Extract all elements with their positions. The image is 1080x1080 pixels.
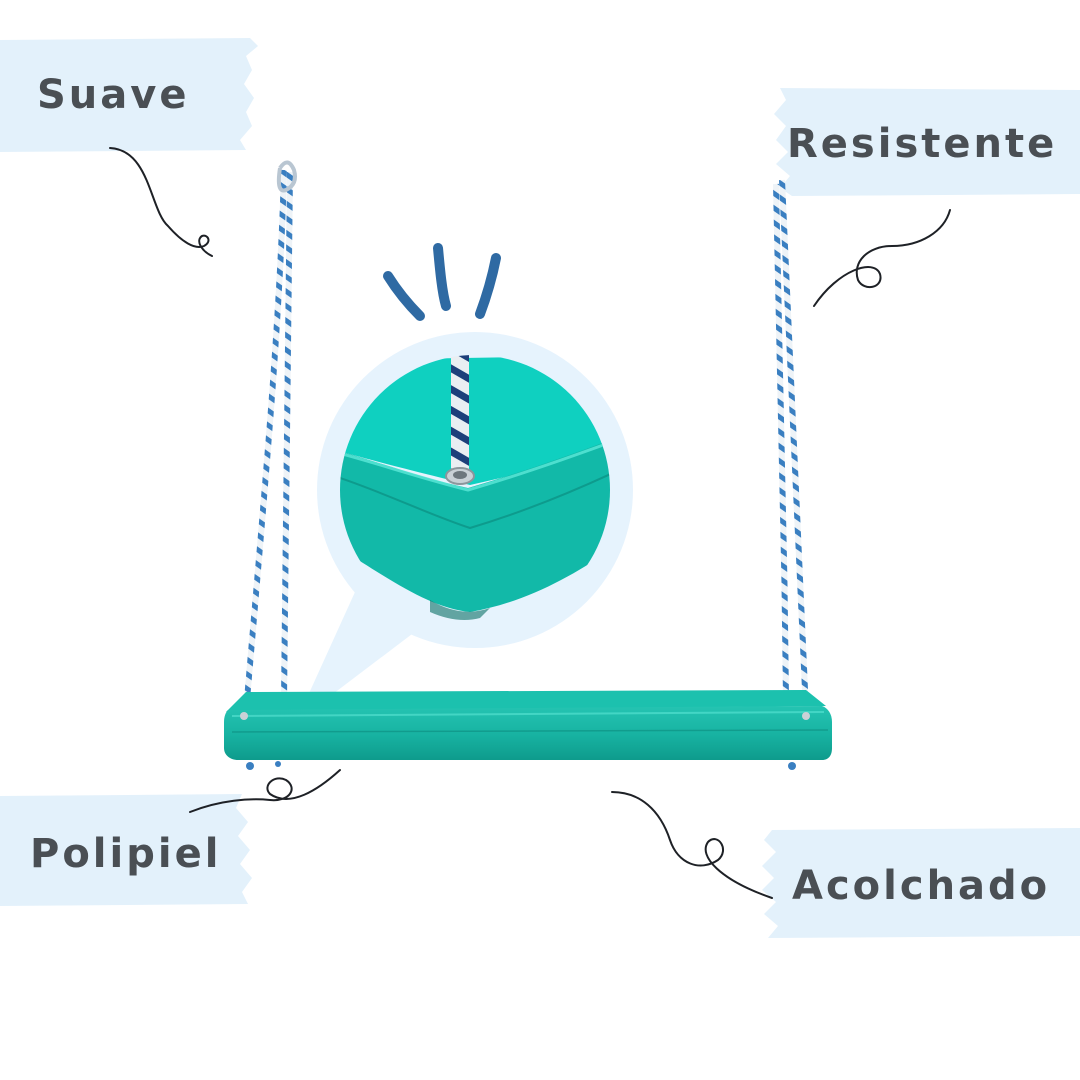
emphasis-strokes-icon bbox=[383, 243, 501, 321]
label-polipiel: Polipiel bbox=[30, 831, 222, 877]
zoom-callout bbox=[296, 332, 633, 722]
seat-grommet-right bbox=[802, 712, 810, 720]
cushion-shadow bbox=[430, 600, 490, 620]
brush-stroke-resistente bbox=[774, 88, 1080, 196]
rope-right-outer bbox=[779, 179, 809, 713]
rope-end-right bbox=[788, 762, 796, 770]
squiggle-arrows bbox=[109, 147, 951, 899]
label-resistente: Resistente bbox=[787, 121, 1058, 167]
rope-end-left-2 bbox=[275, 761, 281, 767]
seat-top bbox=[226, 690, 826, 712]
seat-body bbox=[224, 706, 832, 760]
seat-highlight bbox=[231, 711, 825, 717]
label-acolchado: Acolchado bbox=[792, 863, 1051, 909]
brush-stroke-polipiel bbox=[0, 794, 252, 906]
cushion-corner bbox=[340, 425, 610, 612]
squiggle-polipiel bbox=[189, 769, 341, 813]
seat-seam bbox=[231, 729, 829, 733]
cushion-seam bbox=[340, 454, 610, 530]
squiggle-acolchado bbox=[611, 791, 773, 899]
brush-backgrounds bbox=[0, 38, 1080, 938]
rope-end-left bbox=[246, 762, 254, 770]
swing-ropes bbox=[243, 160, 809, 713]
swing-seat bbox=[224, 690, 832, 770]
brush-stroke-acolchado bbox=[762, 828, 1080, 938]
label-suave: Suave bbox=[37, 72, 190, 118]
squiggle-resistente bbox=[813, 209, 951, 307]
brush-stroke-suave bbox=[0, 38, 258, 152]
seat-grommet-left bbox=[240, 712, 248, 720]
rope-left-outer bbox=[243, 169, 287, 713]
squiggle-suave bbox=[109, 147, 213, 257]
rope-left-inner bbox=[281, 171, 293, 701]
rope-knot-left bbox=[276, 160, 297, 193]
rope-right-inner bbox=[773, 183, 789, 699]
cushion-edge-highlight bbox=[340, 426, 610, 492]
zoom-rope bbox=[451, 355, 469, 474]
